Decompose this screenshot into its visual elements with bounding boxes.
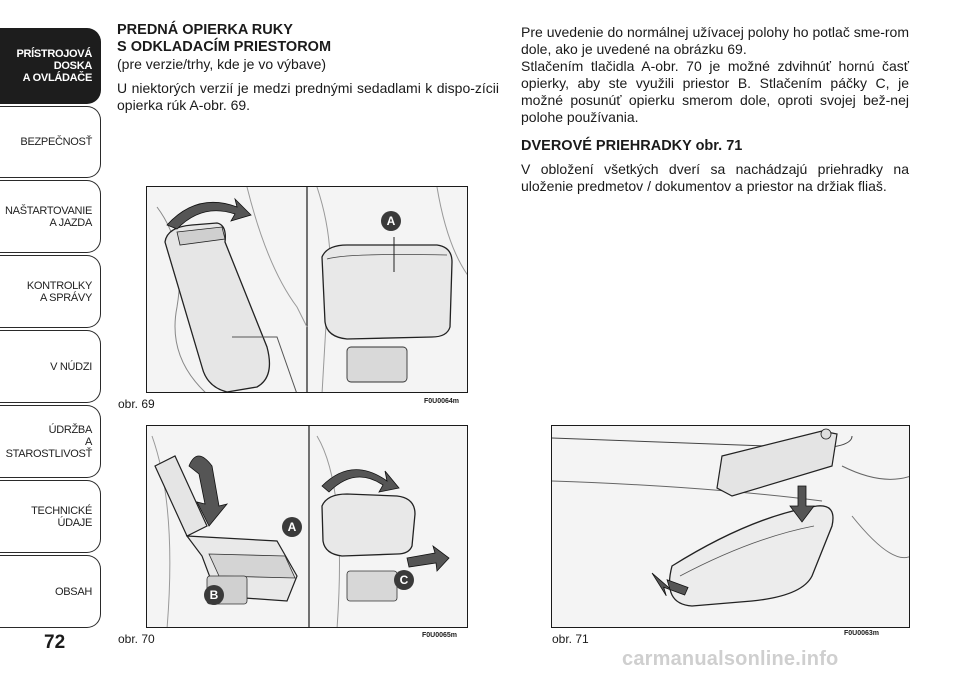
section-heading-line2: S ODKLADACÍM PRIESTOROM (117, 39, 332, 55)
figure-69-drawing (147, 187, 467, 392)
figure-71-caption: obr. 71 (552, 632, 589, 646)
section-subheading: (pre verzie/trhy, kde je vo výbave) (117, 56, 327, 72)
tab-nastartovanie[interactable]: NAŠTARTOVANIE A JAZDA (0, 180, 101, 253)
figure-71-drawing (552, 426, 909, 627)
tab-pristrojova-doska[interactable]: PRÍSTROJOVÁ DOSKA A OVLÁDAČE (0, 28, 101, 104)
door-compartments-paragraph: V obložení všetkých dverí sa nachádzajú … (521, 161, 909, 194)
label-a-fig70: A (282, 517, 302, 537)
page-number: 72 (44, 632, 66, 653)
button-paragraph: Stlačením tlačidla A-obr. 70 je možné zd… (521, 58, 909, 125)
figure-69-image (146, 186, 468, 393)
figure-70-image (146, 425, 468, 628)
label-a-fig69: A (381, 211, 401, 231)
tab-technicke-udaje[interactable]: TECHNICKÉ ÚDAJE (0, 480, 101, 553)
figure-69-caption: obr. 69 (118, 397, 155, 411)
tab-obsah[interactable]: OBSAH (0, 555, 101, 628)
figure-71-code: F0U0063m (844, 630, 880, 637)
section-heading-line1: PREDNÁ OPIERKA RUKY (117, 22, 293, 38)
tab-bezpecnost[interactable]: BEZPEČNOSŤ (0, 106, 101, 178)
usage-paragraph: Pre uvedenie do normálnej užívacej poloh… (521, 24, 909, 57)
figure-70-code: F0U0065m (422, 632, 458, 639)
door-compartments-heading: DVEROVÉ PRIEHRADKY obr. 71 (521, 138, 743, 154)
watermark: carmanualsonline.info (622, 648, 839, 670)
label-b-fig70: B (204, 585, 224, 605)
figure-70-drawing (147, 426, 467, 627)
right-column: Pre uvedenie do normálnej užívacej poloh… (521, 24, 909, 195)
figure-71-image (551, 425, 910, 628)
figure-70-caption: obr. 70 (118, 632, 155, 646)
tab-kontrolky[interactable]: KONTROLKY A SPRÁVY (0, 255, 101, 328)
tab-v-nudzi[interactable]: V NÚDZI (0, 330, 101, 403)
label-c-fig70: C (394, 570, 414, 590)
figure-69-code: F0U0064m (424, 398, 460, 405)
left-column: PREDNÁ OPIERKA RUKY S ODKLADACÍM PRIESTO… (117, 22, 499, 114)
tab-udrzba[interactable]: ÚDRŽBA A STAROSTLIVOSŤ (0, 405, 101, 478)
armrest-paragraph: U niektorých verzií je medzi prednými se… (117, 80, 499, 113)
